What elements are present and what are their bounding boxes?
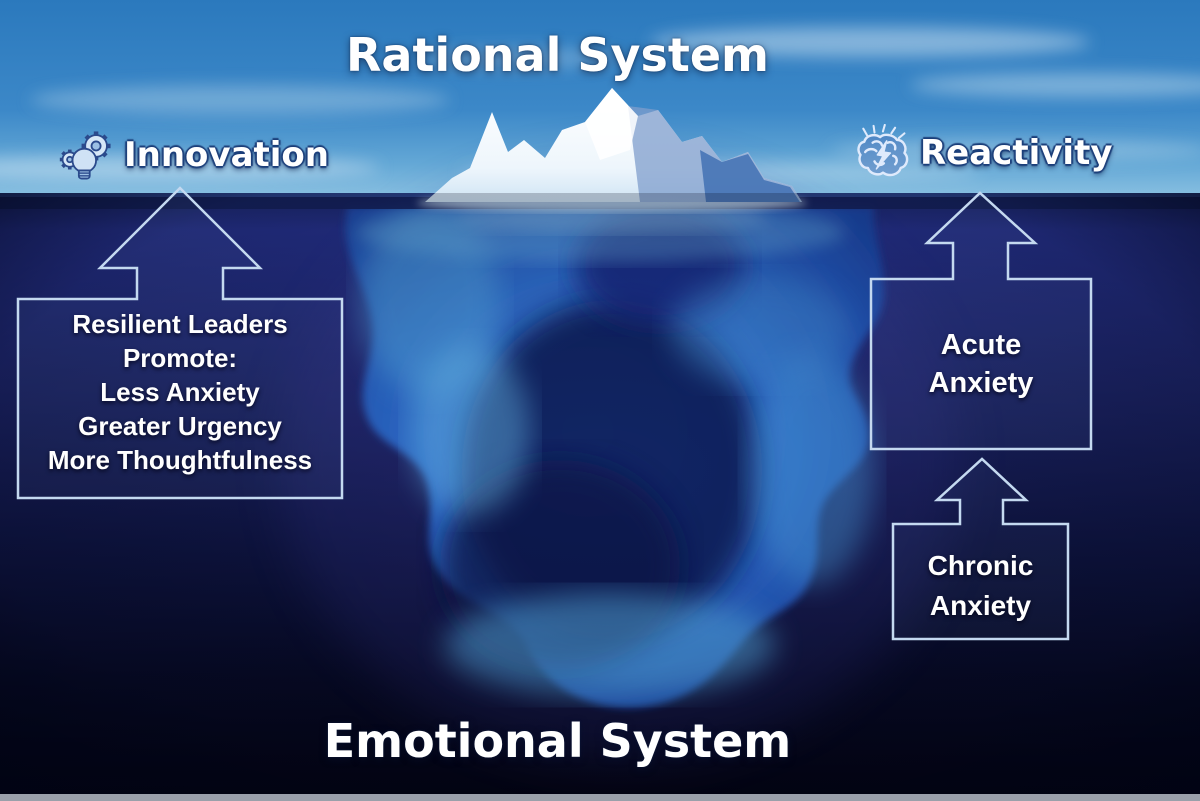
resilient-box-arrow-outline [16,186,344,500]
resilient-line: Less Anxiety [100,377,260,407]
innovation-label-text: Innovation [124,135,329,175]
chronic-anxiety-box: Chronic Anxiety [893,546,1068,626]
acute-anxiety-box: Acute Anxiety [871,326,1091,402]
resilient-line: Greater Urgency [78,411,282,441]
reactivity-label: Reactivity [852,124,1112,182]
acute-box-arrow-outline [869,191,1093,451]
reactivity-label-text: Reactivity [920,133,1113,173]
chronic-box-arrow-outline [891,457,1070,641]
innovation-label: Innovation [58,126,329,184]
acute-line: Anxiety [928,367,1034,399]
gears-lightbulb-icon [59,131,111,180]
acute-line: Acute [940,329,1022,361]
rational-system-title: Rational System [345,28,769,82]
bottom-strip [0,794,1200,801]
resilient-line: More Thoughtfulness [47,445,313,475]
resilient-leaders-box: Resilient Leaders Promote: Less Anxiety … [20,307,340,477]
resilient-line: Resilient Leaders [72,309,288,339]
brain-spark-icon [857,124,909,177]
chronic-line: Chronic [927,550,1034,581]
emotional-system-title: Emotional System [323,714,792,768]
iceberg-tip [425,88,802,202]
resilient-line: Promote: [122,343,238,373]
chronic-line: Anxiety [929,590,1032,621]
